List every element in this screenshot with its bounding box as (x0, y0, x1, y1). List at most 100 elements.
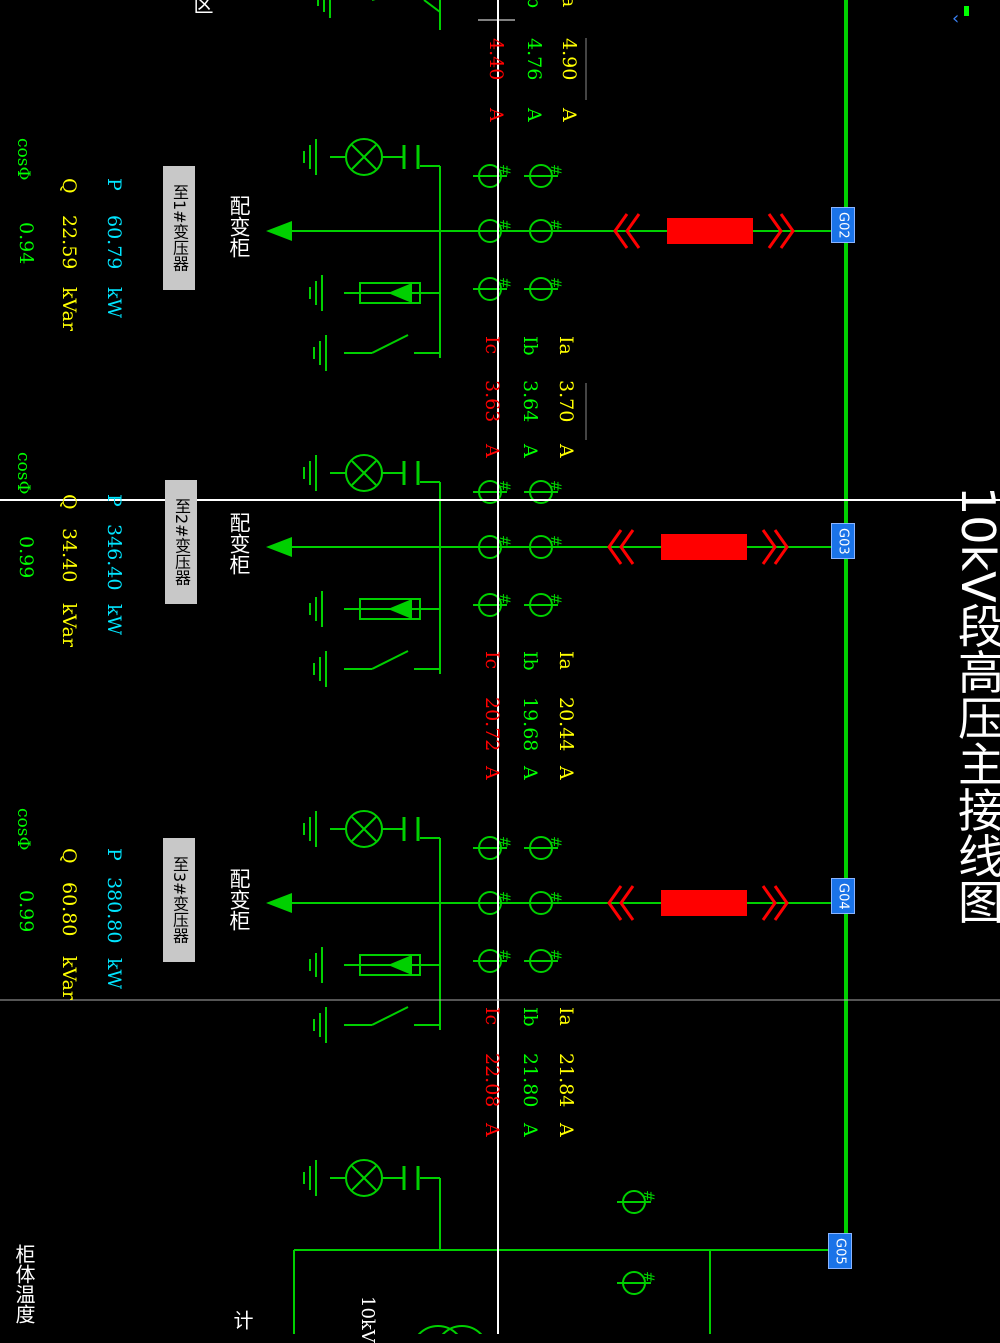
ct-mark: # (547, 164, 563, 176)
feeder-tag-g05[interactable]: G05 (828, 1233, 852, 1269)
ia-label: Ia (555, 336, 577, 355)
chevron-left-icon (619, 529, 635, 565)
ic-label: Ic (481, 336, 503, 355)
ic-unit: A (481, 444, 503, 458)
breaker-icon (661, 534, 747, 560)
ia-unit: A (555, 1123, 577, 1137)
to-transformer-2-button[interactable]: 至2#变压器 (165, 480, 197, 604)
transformer-icon (417, 1325, 459, 1334)
arrow-icon (266, 537, 292, 557)
p-value: 380.80 (103, 877, 125, 944)
transformer-icon (441, 1325, 483, 1334)
p-unit: kW (103, 287, 125, 319)
p-value: 346.40 (103, 524, 125, 591)
ct-mark: # (496, 480, 512, 492)
cabinet-label: 配变柜 (227, 195, 251, 258)
ct-mark: # (496, 949, 512, 961)
p-label: P (103, 848, 125, 861)
q-label: Q (58, 494, 80, 510)
chevron-left-icon (613, 213, 629, 249)
wire (423, 0, 441, 13)
ia-value: 21.84 (555, 1053, 577, 1108)
ct-mark: # (496, 219, 512, 231)
pf-value: 0.99 (15, 536, 37, 579)
status-indicator-icon (964, 6, 969, 16)
pf-value: 0.94 (15, 222, 37, 265)
ic-value: 3.63 (481, 380, 503, 423)
ia-unit: A (558, 108, 580, 122)
q-value: 22.59 (58, 215, 80, 270)
ic-label: Ic (481, 651, 503, 670)
page-title: 10kV段高压主接线图 (951, 486, 1000, 925)
ic-unit: A (481, 1123, 503, 1137)
q-unit: kVar (58, 956, 80, 1000)
cabinet-label: 配变柜 (227, 868, 251, 931)
ct-mark: # (547, 219, 563, 231)
earth-switch-blade (371, 334, 409, 354)
to-transformer-3-button[interactable]: 至3#变压器 (163, 838, 195, 962)
pf-label: cosΦ (13, 452, 33, 495)
chevron-left-icon (625, 213, 641, 249)
q-value: 34.40 (58, 528, 80, 583)
chevron-right-icon (767, 213, 783, 249)
earth-switch-blade (371, 650, 409, 670)
ct-mark: # (496, 277, 512, 289)
pf-label: cosΦ (13, 808, 33, 851)
feeder-tag-g02[interactable]: G02 (831, 207, 855, 243)
p-value: 60.79 (103, 215, 125, 270)
feeder-tag-g03[interactable]: G03 (831, 523, 855, 559)
arrester-arrow (388, 283, 412, 303)
cabinet-temperature-label: 柜体温度 (12, 1244, 36, 1324)
chevron-right-icon (761, 885, 777, 921)
q-value: 60.80 (58, 882, 80, 937)
chevron-right-icon (761, 529, 777, 565)
arrester-arrow (388, 955, 412, 975)
ib-unit: A (519, 444, 541, 458)
q-label: Q (58, 848, 80, 864)
chevron-left-icon (607, 885, 623, 921)
q-label: Q (58, 178, 80, 194)
feeder-tag-g04[interactable]: G04 (831, 878, 855, 914)
ct-mark: # (640, 1271, 656, 1283)
ic-label: Ic (481, 1007, 503, 1026)
surge-arrester-icon (359, 954, 421, 976)
pf-value: 0.99 (15, 890, 37, 933)
ib-value: 4.76 (523, 38, 545, 81)
ib-unit: A (519, 1123, 541, 1137)
breaker-icon (661, 890, 747, 916)
ib-value: 3.64 (519, 380, 541, 423)
metering-label: 计 (230, 1310, 254, 1330)
arrester-arrow (388, 599, 412, 619)
p-label: P (103, 494, 125, 507)
p-unit: kW (103, 604, 125, 636)
arrow-icon (266, 893, 292, 913)
q-unit: kVar (58, 603, 80, 647)
earth-switch-blade (371, 1006, 409, 1026)
breaker-icon (667, 218, 753, 244)
back-chevron-icon[interactable]: ‹ (952, 8, 960, 29)
ct-mark: # (640, 1190, 656, 1202)
ia-value: 4.90 (558, 38, 580, 81)
ct-mark: # (547, 949, 563, 961)
chevron-right-icon (779, 213, 795, 249)
lamp-cross (351, 460, 377, 486)
chevron-right-icon (773, 885, 789, 921)
chevron-left-icon (619, 885, 635, 921)
surge-arrester-icon (359, 282, 421, 304)
ia-value: 20.44 (555, 697, 577, 752)
p-label: P (103, 178, 125, 191)
ic-value: 20.72 (481, 697, 503, 752)
to-transformer-1-button[interactable]: 至1#变压器 (163, 166, 195, 290)
ct-mark: # (547, 836, 563, 848)
surge-arrester-icon (359, 598, 421, 620)
ic-value: 22.08 (481, 1053, 503, 1108)
ib-value: 21.80 (519, 1053, 541, 1108)
ic-unit: A (481, 766, 503, 780)
ic-unit: A (485, 108, 507, 122)
lamp-cross (351, 816, 377, 842)
ia-value: 3.70 (555, 380, 577, 423)
ct-mark: # (496, 891, 512, 903)
arrow-icon (266, 221, 292, 241)
ib-label: b (523, 0, 545, 9)
